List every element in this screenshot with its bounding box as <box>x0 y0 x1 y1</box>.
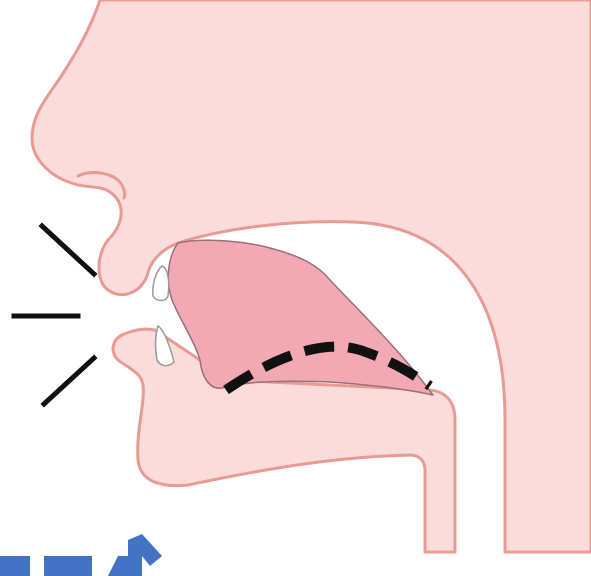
blue-glyph-3 <box>108 556 128 576</box>
upper-tooth <box>153 266 169 301</box>
sound-emission-lines-icon <box>14 226 94 404</box>
sound-line-upper <box>42 226 94 274</box>
footer-glyphs-partial <box>0 534 162 576</box>
sound-line-lower <box>44 358 94 404</box>
tongue <box>168 240 433 395</box>
blue-glyph-1 <box>0 556 30 576</box>
blue-glyph-4 <box>128 534 162 576</box>
blue-glyph-2 <box>44 556 92 576</box>
